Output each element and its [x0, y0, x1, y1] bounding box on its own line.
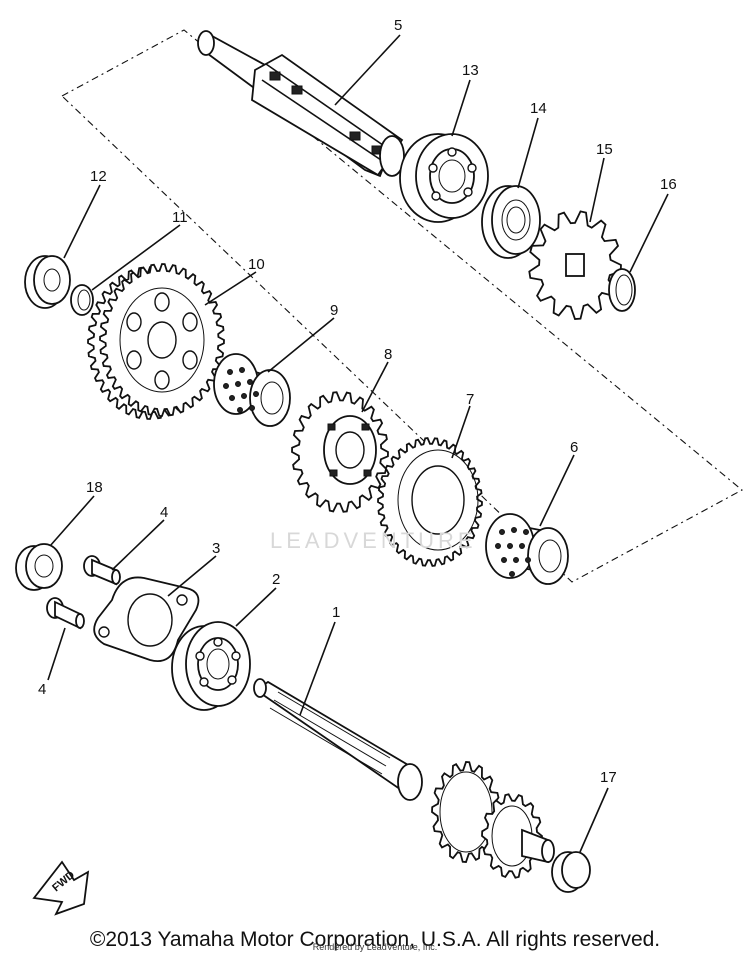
gear-10[interactable]: [87, 263, 225, 420]
gear-7[interactable]: [377, 437, 483, 567]
bearing-2[interactable]: [171, 621, 251, 711]
bearing-13[interactable]: [399, 133, 489, 223]
assembly-boundary-line: [61, 29, 743, 583]
oil-seal-14[interactable]: [481, 185, 541, 259]
callout-12: 12: [90, 168, 107, 185]
gear-8[interactable]: [291, 391, 389, 513]
circlip-11[interactable]: [70, 284, 94, 316]
callout-2: 2: [272, 571, 280, 588]
callout-8: 8: [384, 346, 392, 363]
callout-4-upper: 4: [160, 504, 168, 521]
callout-5: 5: [394, 17, 402, 34]
watermark: LEADVENTURE: [270, 528, 477, 553]
callout-7: 7: [466, 391, 474, 408]
bolt-4-lower[interactable]: [46, 597, 85, 630]
main-axle[interactable]: [253, 678, 555, 879]
cap-17[interactable]: [551, 851, 591, 893]
callout-14: 14: [530, 100, 547, 117]
callout-11: 11: [172, 209, 188, 226]
callout-6: 6: [570, 439, 578, 456]
render-credit: Rendered by LeadVenture, Inc.: [312, 942, 438, 952]
callout-13: 13: [462, 62, 479, 79]
bearing-18[interactable]: [15, 543, 63, 591]
oil-seal-12[interactable]: [24, 255, 71, 309]
callout-16: 16: [660, 176, 677, 193]
callout-15: 15: [596, 141, 613, 158]
leader-lines: [47, 34, 669, 853]
copyright-notice: ©2013 Yamaha Motor Corporation, U.S.A. A…: [89, 928, 661, 951]
callout-3: 3: [212, 540, 220, 557]
callout-1: 1: [332, 604, 340, 621]
callout-17: 17: [600, 769, 617, 786]
callout-9: 9: [330, 302, 338, 319]
callout-10: 10: [248, 256, 265, 273]
circlip-16[interactable]: [608, 268, 636, 312]
bolt-4-upper[interactable]: [83, 555, 121, 586]
drive-sprocket-15[interactable]: [528, 210, 622, 320]
bearing-retainer-3[interactable]: [93, 576, 200, 662]
callout-18: 18: [86, 479, 103, 496]
drive-axle[interactable]: [197, 30, 405, 178]
needle-bearing-9[interactable]: [213, 353, 291, 427]
needle-bearing-6[interactable]: [485, 513, 569, 585]
callout-4-lower: 4: [38, 681, 46, 698]
fwd-arrow-icon: FWD: [32, 860, 90, 916]
callout-labels: 1 2 3 4 4 5 6 7 8 9 10 11 12 13 14 15 16…: [38, 17, 677, 786]
